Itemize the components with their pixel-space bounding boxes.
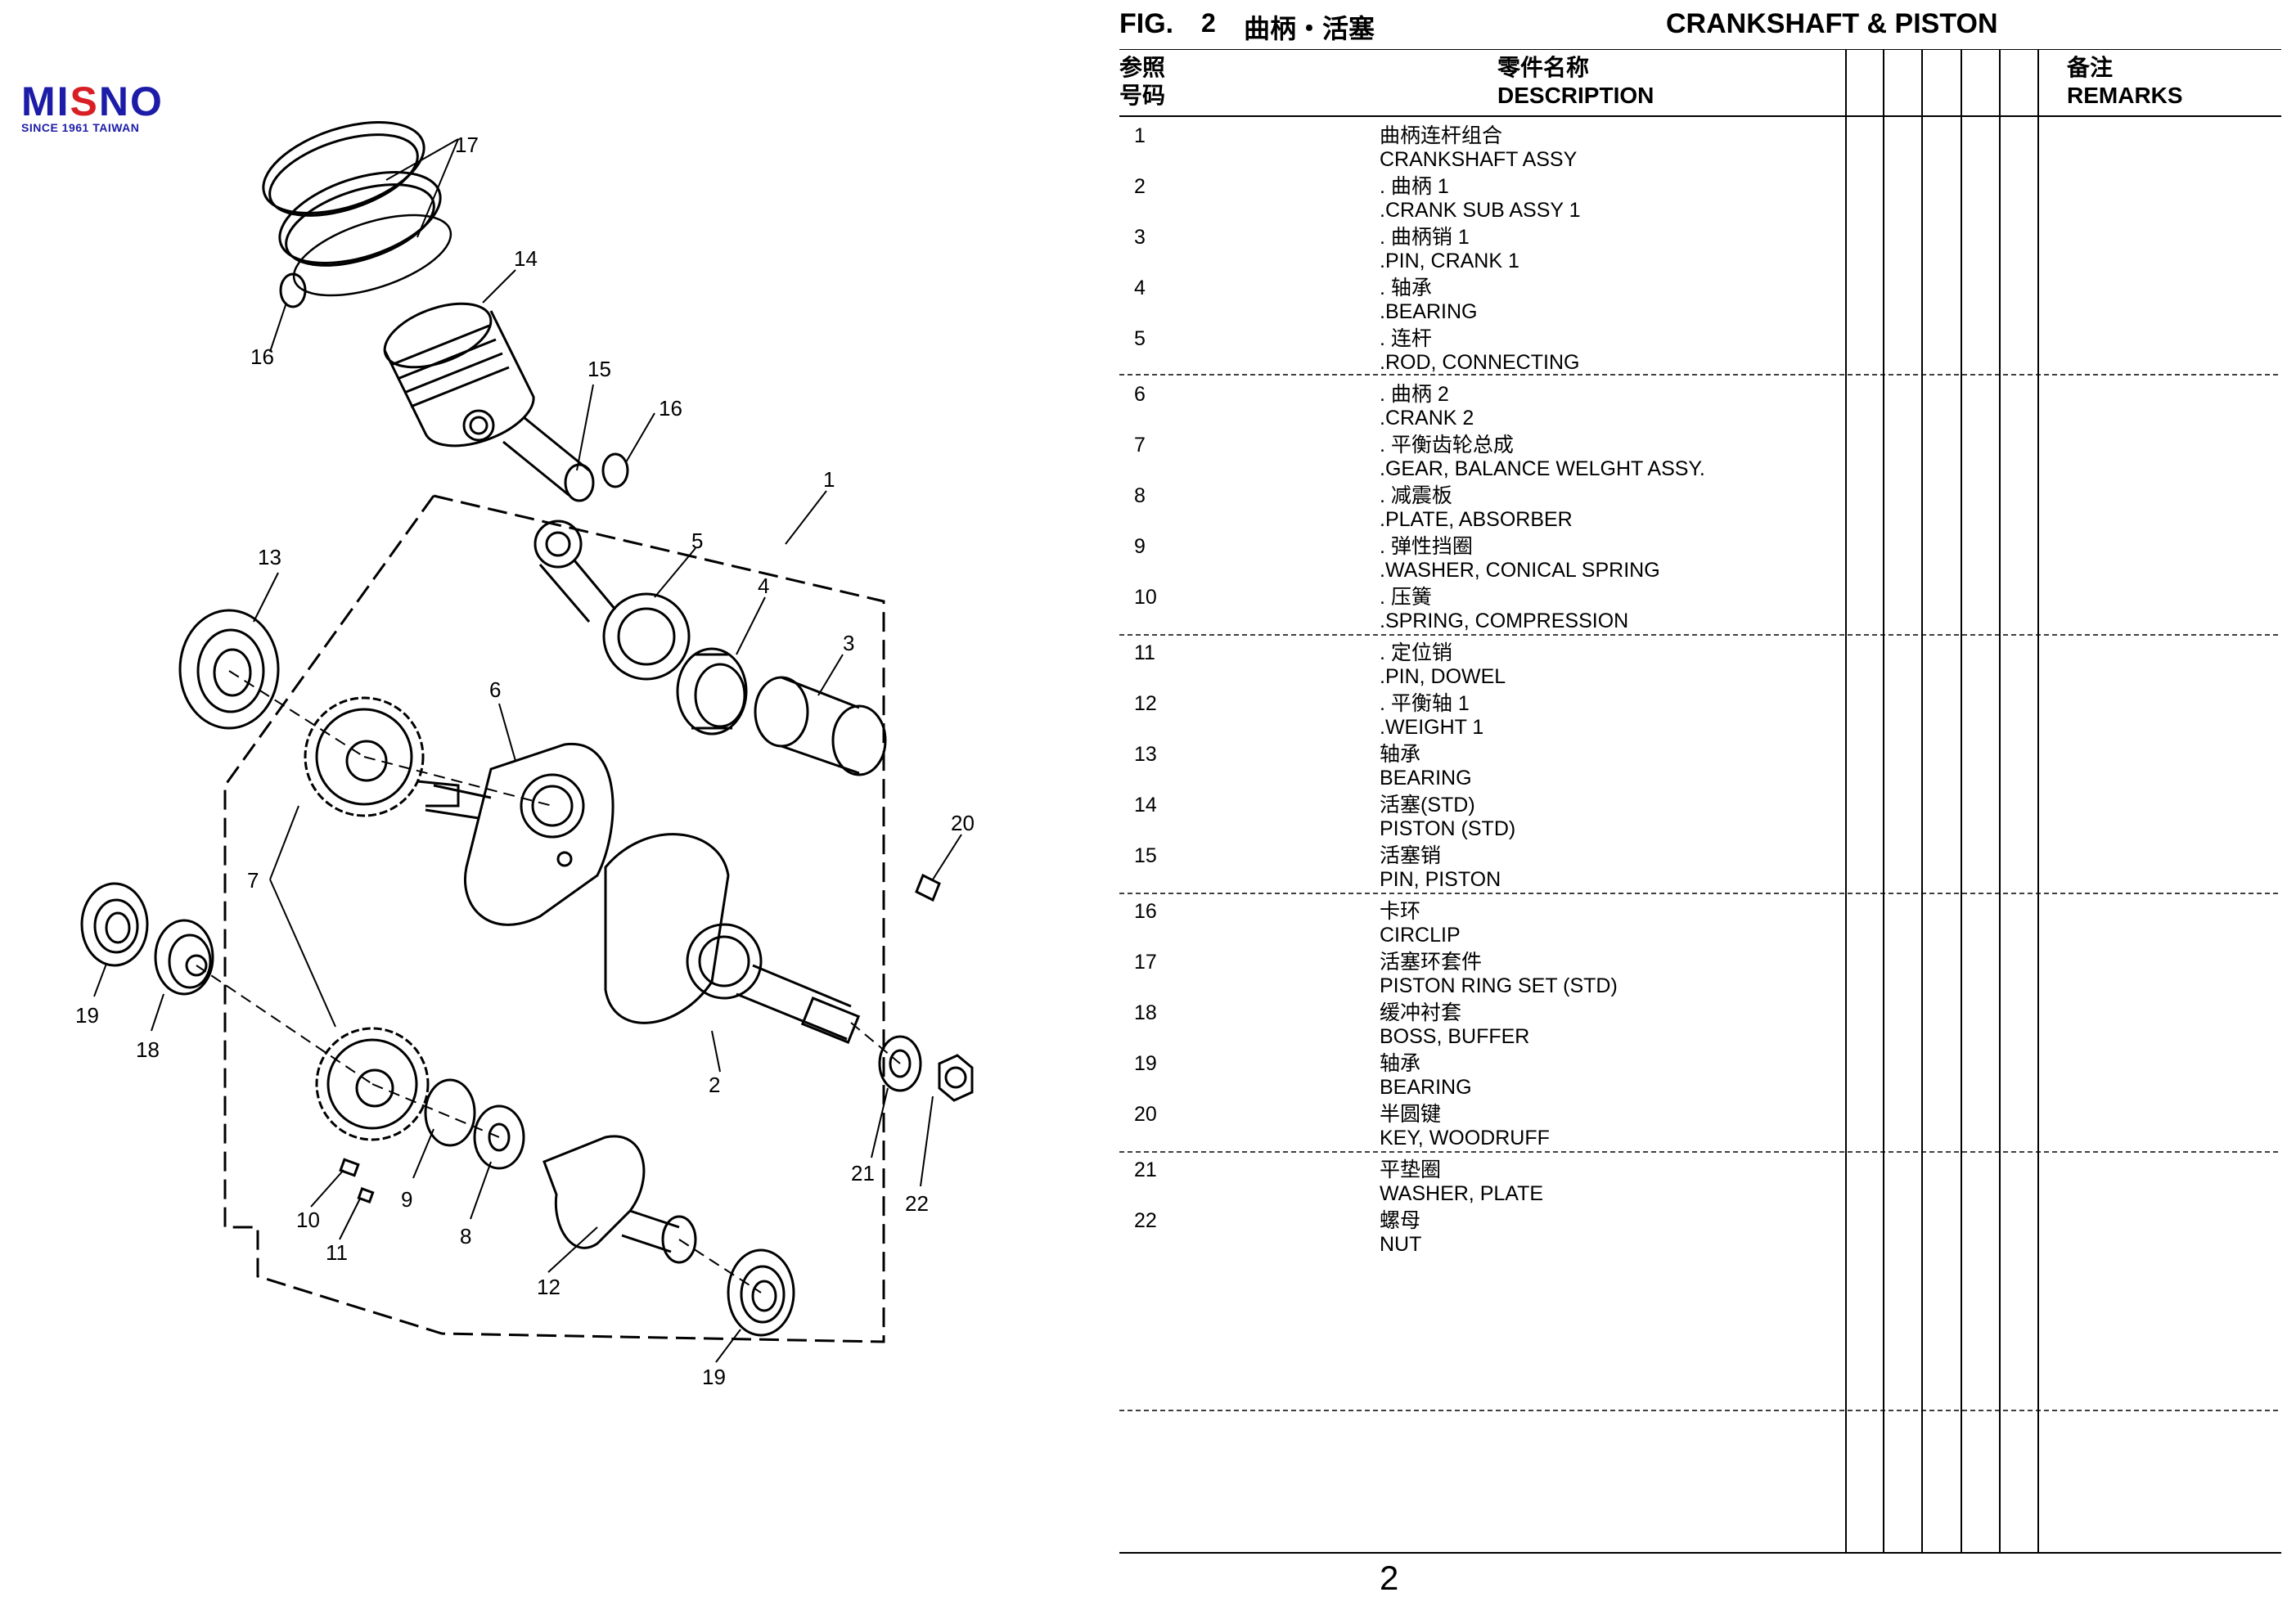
table-grid [1119, 49, 2281, 1554]
fig-number: 2 [1201, 8, 1216, 38]
woodruff-key [915, 873, 941, 902]
needle-bearing [676, 647, 748, 736]
table-row: 4. 轴承.BEARING [1134, 277, 1478, 323]
fig-label: FIG. [1119, 8, 1174, 39]
piston [383, 302, 535, 448]
weight-1 [542, 1135, 697, 1264]
col-ref-header: 参照号码 [1119, 55, 1166, 108]
misno-logo: MISNO SINCE 1961 TAIWAN [21, 79, 164, 134]
dowel [357, 1187, 375, 1203]
callout-14: 14 [514, 246, 538, 271]
figure-header: FIG. 2 曲柄・活塞 CRANKSHAFT & PISTON [1119, 8, 2281, 49]
assembly-boundary [223, 494, 885, 1343]
washer-plate [878, 1035, 922, 1092]
callout-11: 11 [326, 1240, 348, 1265]
logo-tagline: SINCE 1961 TAIWAN [21, 121, 140, 134]
table-row: 9. 弹性挡圈.WASHER, CONICAL SPRING [1134, 535, 1660, 582]
callout-4: 4 [758, 574, 769, 598]
callout-17: 17 [455, 133, 479, 157]
fig-title-cn: 曲柄・活塞 [1244, 14, 1375, 43]
callout-7: 7 [247, 868, 259, 893]
callout-1: 1 [823, 467, 835, 492]
bearing-13 [178, 609, 280, 730]
circlip-right [601, 452, 629, 488]
callout-2: 2 [709, 1073, 720, 1097]
washer-conical [424, 1078, 476, 1147]
table-row: 3. 曲柄销 1.PIN, CRANK 1 [1134, 226, 1519, 272]
callout-13: 13 [258, 545, 281, 569]
callout-16: 16 [250, 344, 274, 369]
callout-21: 21 [851, 1161, 875, 1185]
table-row: 2. 曲柄 1.CRANK SUB ASSY 1 [1134, 175, 1581, 222]
balance-gear-upper [304, 696, 460, 817]
table-row: 6. 曲柄 2.CRANK 2 [1134, 383, 1474, 430]
table-row: 11. 定位销.PIN, DOWEL [1134, 641, 1506, 688]
callout-10: 10 [296, 1208, 320, 1232]
table-row: 8. 减震板.PLATE, ABSORBER [1134, 484, 1573, 531]
fig-title-en: CRANKSHAFT & PISTON [1666, 8, 1998, 39]
callout-19: 19 [75, 1003, 99, 1028]
callout-6: 6 [489, 677, 501, 702]
callout-19b: 19 [702, 1365, 726, 1389]
table-row: 5. 连杆.ROD, CONNECTING [1134, 327, 1580, 374]
crank-2 [604, 833, 861, 1044]
callout-12: 12 [537, 1275, 560, 1299]
circlip-left [279, 272, 307, 308]
table-row: 10. 压簧.SPRING, COMPRESSION [1134, 586, 1629, 632]
bearing-19-bottom [727, 1248, 795, 1337]
callout-9: 9 [401, 1187, 412, 1212]
plate-absorber [473, 1104, 525, 1170]
callout-8: 8 [460, 1224, 471, 1248]
balance-gear-lower [315, 1027, 430, 1141]
callout-16b: 16 [659, 396, 682, 421]
page-number: 2 [1380, 1559, 1399, 1597]
bearing-19-left [80, 882, 149, 967]
crank-6 [425, 742, 615, 926]
leader-lines [93, 138, 962, 1363]
table-row: 12. 平衡轴 1.WEIGHT 1 [1134, 692, 1484, 739]
callout-22: 22 [905, 1191, 929, 1216]
piston-pin [502, 416, 595, 502]
nut [938, 1054, 974, 1102]
callout-15: 15 [588, 357, 611, 381]
callout-20: 20 [951, 811, 975, 835]
logo-brand: MISNO [21, 79, 164, 124]
callout-5: 5 [691, 529, 703, 553]
axis-lines [196, 670, 901, 1293]
exploded-diagram: 17 14 16 15 16 1 13 5 4 3 6 20 7 2 19 18… [75, 121, 975, 1389]
connecting-rod [533, 520, 691, 681]
callout-3: 3 [843, 631, 854, 655]
callout-18: 18 [136, 1037, 160, 1062]
table-row: 7. 平衡齿轮总成.GEAR, BALANCE WELGHT ASSY. [1134, 434, 1705, 480]
spring [339, 1158, 360, 1177]
boss-buffer [154, 919, 214, 996]
